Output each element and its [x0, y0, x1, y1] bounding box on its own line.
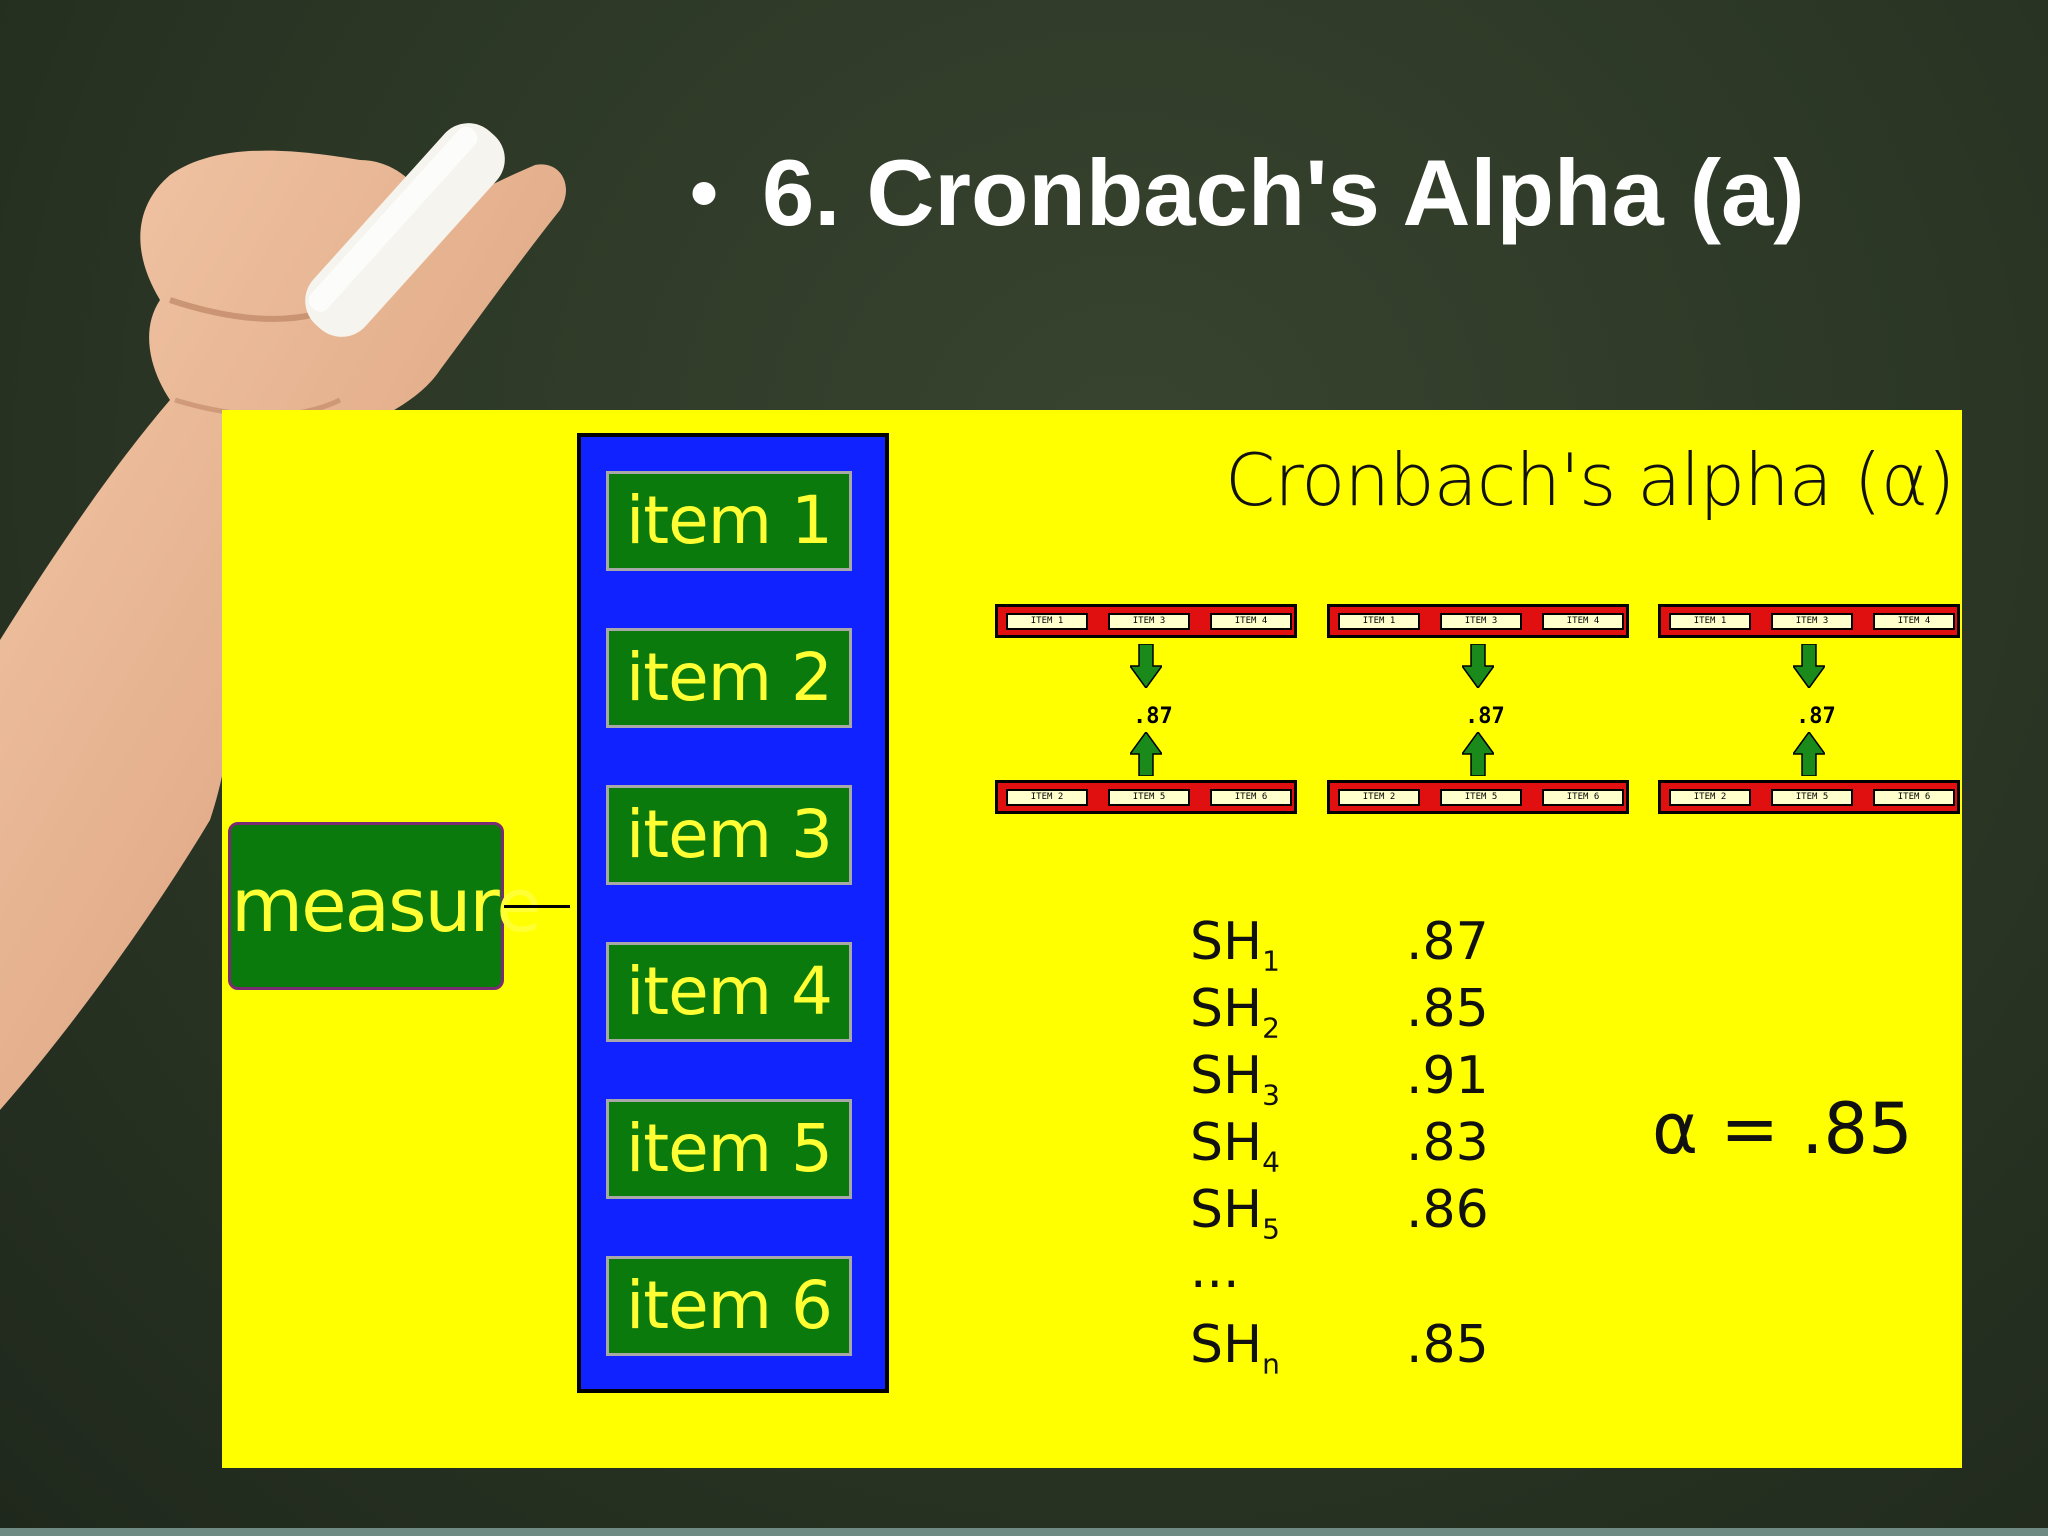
split-half-diagram: ITEM 1 ITEM 3 ITEM 4 .87 ITEM 2 ITEM 5 I…: [1327, 604, 1629, 824]
item-column: item 1 item 2 item 3 item 4 item 5 item …: [577, 433, 889, 1393]
slide-title-text: 6. Cronbach's Alpha (a): [762, 140, 1805, 245]
hand-with-chalk-image: [0, 123, 566, 1111]
split-top-bar: ITEM 1 ITEM 3 ITEM 4: [995, 604, 1297, 638]
item-box: item 5: [606, 1099, 852, 1199]
item-box: item 1: [606, 471, 852, 571]
arrow-up-icon: [1462, 732, 1494, 776]
item-box: item 2: [606, 628, 852, 728]
split-correlation: .87: [1796, 704, 1836, 729]
split-half-label: SH2: [1190, 979, 1280, 1045]
mini-item: ITEM 2: [1669, 789, 1751, 806]
measure-connector-line: [504, 905, 570, 908]
item-box: item 4: [606, 942, 852, 1042]
title-bullet: •: [690, 148, 719, 237]
split-half-value: .91: [1406, 1046, 1489, 1106]
split-half-label: ...: [1190, 1240, 1240, 1300]
split-top-bar: ITEM 1 ITEM 3 ITEM 4: [1658, 604, 1960, 638]
mini-item: ITEM 3: [1108, 613, 1190, 630]
split-half-diagram: ITEM 1 ITEM 3 ITEM 4 .87 ITEM 2 ITEM 5 I…: [995, 604, 1297, 824]
split-bottom-bar: ITEM 2 ITEM 5 ITEM 6: [1327, 780, 1629, 814]
mini-item: ITEM 2: [1338, 789, 1420, 806]
mini-item: ITEM 2: [1006, 789, 1088, 806]
split-half-label: SH1: [1190, 912, 1280, 978]
split-half-label: SH4: [1190, 1113, 1280, 1179]
mini-item: ITEM 4: [1542, 613, 1624, 630]
mini-item: ITEM 1: [1006, 613, 1088, 630]
split-half-row: SH3 .91: [1190, 1046, 1530, 1112]
mini-item: ITEM 3: [1771, 613, 1853, 630]
split-half-row: ...: [1190, 1240, 1530, 1306]
mini-item: ITEM 5: [1440, 789, 1522, 806]
split-half-value: .86: [1406, 1180, 1489, 1240]
split-half-value: .85: [1406, 1315, 1489, 1375]
item-box: item 3: [606, 785, 852, 885]
split-half-row: SH5 .86: [1190, 1180, 1530, 1246]
split-half-value: .87: [1406, 912, 1489, 972]
arrow-up-icon: [1130, 732, 1162, 776]
mini-item: ITEM 3: [1440, 613, 1522, 630]
arrow-down-icon: [1462, 644, 1494, 688]
mini-item: ITEM 5: [1108, 789, 1190, 806]
split-top-bar: ITEM 1 ITEM 3 ITEM 4: [1327, 604, 1629, 638]
mini-item: ITEM 6: [1210, 789, 1292, 806]
diagram-panel: [222, 410, 1962, 1468]
mini-item: ITEM 6: [1542, 789, 1624, 806]
split-half-row: SHn .85: [1190, 1315, 1530, 1381]
alpha-result: α = .85: [1652, 1088, 1913, 1170]
split-half-row: SH1 .87: [1190, 912, 1530, 978]
mini-item: ITEM 6: [1873, 789, 1955, 806]
bottom-border: [0, 1528, 2048, 1536]
item-box: item 6: [606, 1256, 852, 1356]
split-correlation: .87: [1133, 704, 1173, 729]
split-correlation: .87: [1465, 704, 1505, 729]
arrow-down-icon: [1130, 644, 1162, 688]
split-half-value: .83: [1406, 1113, 1489, 1173]
split-bottom-bar: ITEM 2 ITEM 5 ITEM 6: [1658, 780, 1960, 814]
split-half-row: SH4 .83: [1190, 1113, 1530, 1179]
split-half-label: SHn: [1190, 1315, 1280, 1381]
arrow-up-icon: [1793, 732, 1825, 776]
mini-item: ITEM 1: [1669, 613, 1751, 630]
mini-item: ITEM 4: [1873, 613, 1955, 630]
split-half-value: .85: [1406, 979, 1489, 1039]
mini-item: ITEM 5: [1771, 789, 1853, 806]
split-half-row: SH2 .85: [1190, 979, 1530, 1045]
slide-title: • 6. Cronbach's Alpha (a): [690, 138, 1805, 248]
split-half-diagram: ITEM 1 ITEM 3 ITEM 4 .87 ITEM 2 ITEM 5 I…: [1658, 604, 1960, 824]
arrow-down-icon: [1793, 644, 1825, 688]
mini-item: ITEM 1: [1338, 613, 1420, 630]
measure-box: measure: [228, 822, 542, 990]
split-half-label: SH3: [1190, 1046, 1280, 1112]
mini-item: ITEM 4: [1210, 613, 1292, 630]
split-half-label: SH5: [1190, 1180, 1280, 1246]
split-bottom-bar: ITEM 2 ITEM 5 ITEM 6: [995, 780, 1297, 814]
cronbach-alpha-heading: Cronbach's alpha (α): [1225, 438, 1955, 522]
